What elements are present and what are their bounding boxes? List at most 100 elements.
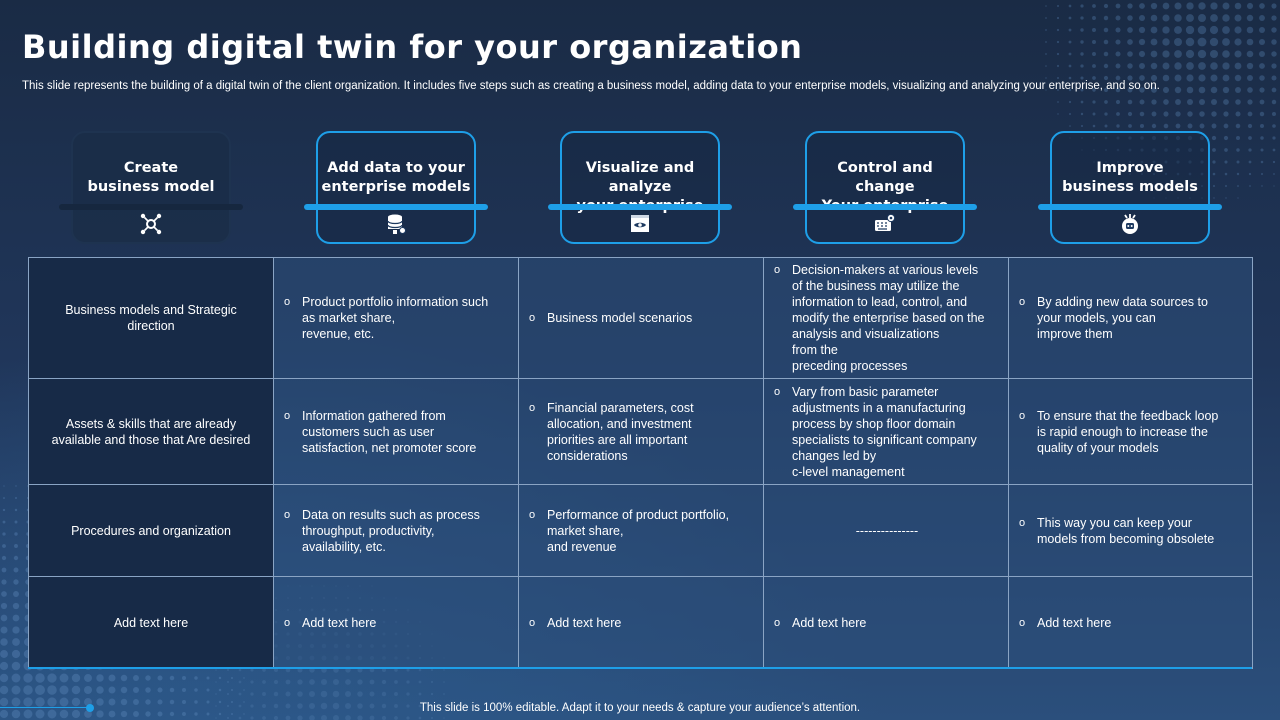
decor-dot [11, 673, 21, 683]
decor-dot [169, 687, 175, 693]
decor-dot [369, 679, 375, 685]
decor-dot [1246, 38, 1254, 46]
decor-dot [13, 591, 19, 597]
decor-dot [1246, 14, 1254, 22]
page-title: Building digital twin for your organizat… [22, 28, 803, 66]
bullet-text: Add text here [302, 615, 377, 630]
eye-monitor-icon [628, 212, 652, 236]
decor-dot [1212, 160, 1216, 164]
decor-dot [12, 626, 20, 634]
decor-dot [1199, 123, 1205, 129]
decor-dot [1056, 40, 1060, 44]
decor-dot [1080, 28, 1084, 32]
decor-dot [1235, 111, 1241, 117]
decor-dot [1103, 27, 1109, 33]
decor-dot [169, 675, 175, 681]
decor-dot [1273, 185, 1275, 187]
decor-dot [332, 678, 340, 686]
decor-dot [1247, 99, 1253, 105]
footer-note: This slide is 100% editable. Adapt it to… [419, 702, 861, 714]
decor-dot [1092, 112, 1096, 116]
table-bottom-accent-line [28, 667, 1252, 669]
bullet-text: Performance of product portfolio, market… [547, 507, 730, 554]
decor-dot [11, 685, 21, 695]
bullet-circle-icon: o [1019, 616, 1026, 629]
decor-dot [226, 668, 230, 672]
robot-gear-icon [1118, 212, 1142, 236]
decor-dot [1127, 51, 1133, 57]
decor-dot [394, 716, 398, 720]
decor-dot [96, 674, 104, 682]
decor-dot [1225, 197, 1227, 199]
decor-dot [1045, 5, 1047, 7]
decor-dot [1127, 15, 1133, 21]
decor-dot [12, 614, 20, 622]
decor-dot [381, 691, 387, 697]
decor-dot [1175, 99, 1181, 105]
decor-dot [1246, 26, 1254, 34]
decor-dot [1271, 111, 1277, 117]
decor-dot [1271, 51, 1277, 57]
decor-dot [1271, 99, 1277, 105]
decor-dot [108, 686, 116, 694]
decor-dot [1127, 39, 1133, 45]
decor-dot [297, 691, 303, 697]
decor-dot [84, 686, 92, 694]
decor-dot [369, 691, 375, 697]
decor-dot [1115, 3, 1121, 9]
decor-dot [1211, 99, 1217, 105]
decor-dot [84, 674, 92, 682]
decor-dot [1162, 38, 1170, 46]
decor-dot [1213, 197, 1215, 199]
row-header: Business models and Strategic direction [28, 257, 274, 379]
decor-dot [1210, 2, 1218, 10]
decor-dot [238, 680, 242, 684]
decor-dot [1162, 62, 1170, 70]
decor-dot [1056, 64, 1060, 68]
decor-dot [1222, 38, 1230, 46]
decor-dot [430, 716, 434, 720]
decor-dot [332, 690, 340, 698]
decor-dot [1247, 123, 1253, 129]
decor-dot [1103, 51, 1109, 57]
decor-dot [1211, 111, 1217, 117]
decor-dot [1234, 26, 1242, 34]
decor-dot [1139, 99, 1145, 105]
bullet-text: Data on results such as process throughp… [302, 507, 480, 554]
decor-dot [1068, 40, 1072, 44]
decor-dot [1223, 135, 1229, 141]
decor-dot [430, 680, 434, 684]
decor-dot [13, 555, 19, 561]
decor-dot [1197, 25, 1207, 35]
decor-dot [1115, 27, 1121, 33]
decor-dot [369, 715, 375, 720]
decor-dot [406, 692, 410, 696]
decor-dot [1056, 52, 1060, 56]
decor-dot [1234, 38, 1242, 46]
decor-dot [1138, 26, 1146, 34]
decor-dot [23, 685, 33, 695]
bullet-text: Information gathered from customers such… [302, 408, 477, 455]
decor-dot [59, 673, 69, 683]
decor-dot [13, 579, 19, 585]
decor-dot [418, 716, 422, 720]
decor-dot [1272, 136, 1276, 140]
decor-dot [71, 685, 81, 695]
bullet-circle-icon: o [284, 296, 291, 308]
decor-dot [418, 668, 422, 672]
decor-dot [226, 680, 230, 684]
decor-dot [1271, 87, 1277, 93]
decor-dot [35, 673, 45, 683]
decor-dot [96, 686, 104, 694]
